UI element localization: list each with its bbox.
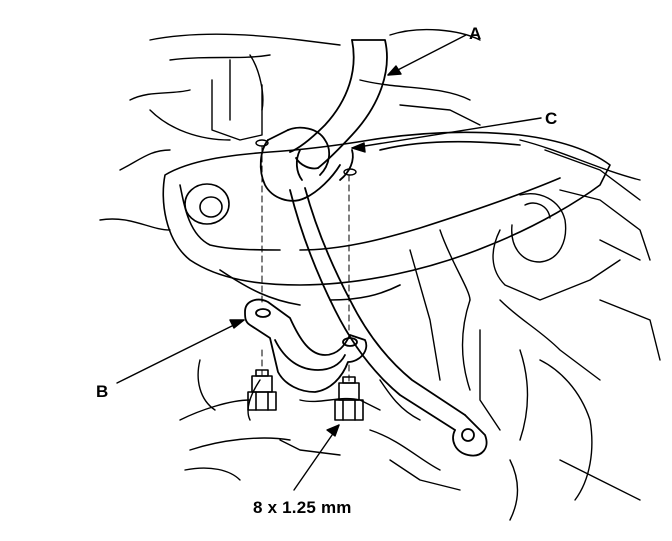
alignment-lines [261, 145, 350, 386]
callout-c-label: C [545, 109, 558, 128]
lower-body-details [179, 359, 461, 491]
callout-a-label: A [469, 24, 482, 43]
bolts [247, 369, 364, 421]
callout-b-label: B [96, 382, 109, 401]
bushing [259, 126, 354, 202]
leader-lines [116, 34, 542, 491]
subframe-background [99, 28, 661, 521]
bolt-size-label: 8 x 1.25 mm [253, 498, 352, 517]
stabilizer-bar [289, 39, 488, 457]
bushing-bracket [244, 298, 368, 393]
crossmember [162, 131, 611, 306]
